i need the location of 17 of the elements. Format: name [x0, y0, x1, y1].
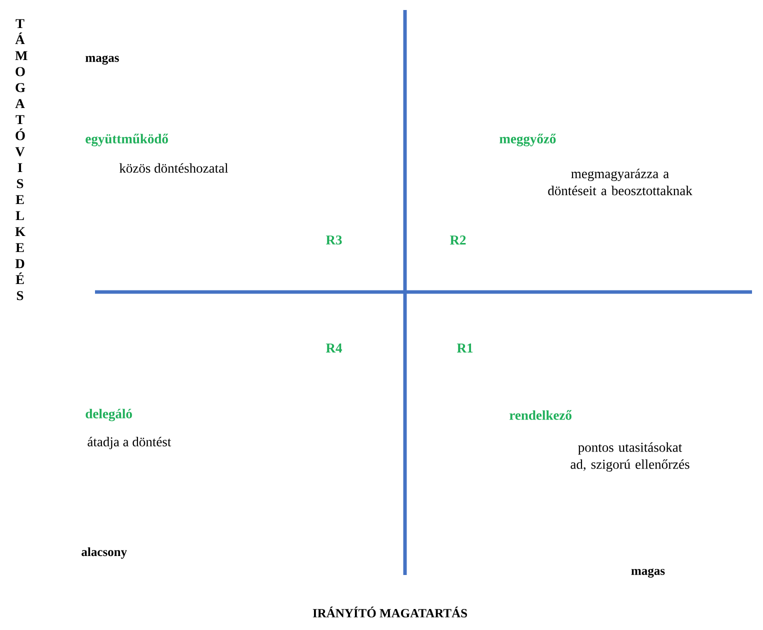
quadrant-title: rendelkező — [510, 410, 572, 420]
quadrant-title: együttműködő — [86, 134, 168, 146]
quadrant-code: R4 — [326, 344, 342, 352]
quadrant-code: R2 — [450, 236, 466, 244]
quadrant-description: közös döntéshozatal — [119, 163, 228, 173]
quadrant-description: megmagyarázza a döntéseit a beosztottaknak — [548, 168, 692, 196]
quadrant-code: R3 — [326, 235, 342, 245]
quadrant-title: meggyőző — [500, 134, 556, 146]
quadrant-description: átadja a döntést — [88, 436, 172, 450]
quadrant-code: R1 — [457, 344, 473, 352]
level-label: alacsony — [82, 547, 127, 559]
level-label: magas — [86, 55, 119, 65]
quadrant-title: delegáló — [86, 408, 132, 422]
quadrant-description: pontos utasitásokat ad, szigorú ellenőrzés — [570, 442, 690, 472]
axis-title: IRÁNYÍTÓ MAGATARTÁS — [312, 606, 467, 618]
axis-title: TÁMOGATÓ VISELKEDÉS — [15, 19, 28, 300]
level-label: magas — [631, 568, 665, 578]
